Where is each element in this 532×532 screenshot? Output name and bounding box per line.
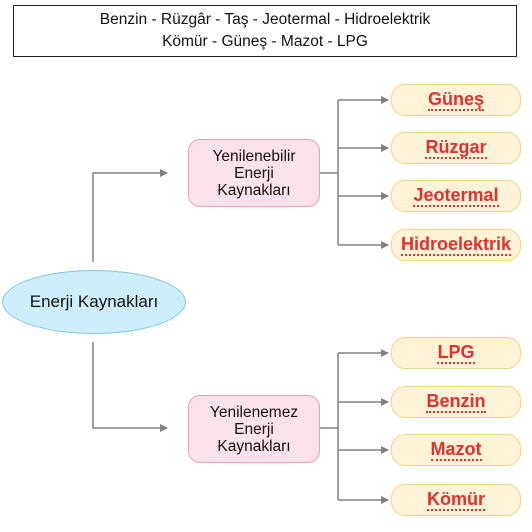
- answer-box-hidroelektrik[interactable]: Hidroelektrik: [391, 229, 521, 261]
- answer-gunes: Güneş: [427, 89, 484, 111]
- answer-komur: Kömür: [427, 489, 485, 511]
- connector-nonrenewable-trunk: [320, 353, 339, 500]
- answer-box-komur[interactable]: Kömür: [391, 484, 521, 516]
- category-renewable: Yenilenebilir Enerji Kaynakları: [188, 139, 320, 207]
- nonrenewable-label-line-1: Yenilenemez: [209, 403, 299, 421]
- connector-renewable-trunk: [320, 100, 339, 245]
- connector-root-renewable: [92, 169, 168, 262]
- nonrenewable-label-line-2: Enerji: [234, 420, 274, 438]
- answer-benzin: Benzin: [426, 391, 486, 413]
- answer-box-mazot[interactable]: Mazot: [391, 434, 521, 466]
- answer-ruzgar: Rüzgar: [425, 137, 487, 159]
- answer-jeotermal: Jeotermal: [413, 185, 499, 207]
- renewable-label-line-2: Enerji: [234, 164, 274, 182]
- answer-box-gunes[interactable]: Güneş: [391, 84, 521, 116]
- connector-root-nonrenewable: [92, 342, 168, 432]
- word-bank-line-1: Benzin - Rüzgâr - Taş - Jeotermal - Hidr…: [99, 11, 431, 28]
- answer-mazot: Mazot: [430, 439, 482, 461]
- category-nonrenewable: Yenilenemez Enerji Kaynakları: [188, 395, 320, 463]
- word-bank-box: Benzin - Rüzgâr - Taş - Jeotermal - Hidr…: [13, 5, 517, 57]
- root-label: Enerji Kaynakları: [29, 292, 159, 311]
- renewable-label-line-1: Yenilenebilir: [212, 147, 296, 165]
- answer-box-ruzgar[interactable]: Rüzgar: [391, 132, 521, 164]
- answer-box-benzin[interactable]: Benzin: [391, 386, 521, 418]
- renewable-label-line-3: Kaynakları: [217, 181, 291, 199]
- root-node-energy-sources: Enerji Kaynakları: [2, 270, 186, 334]
- answer-box-jeotermal[interactable]: Jeotermal: [391, 180, 521, 212]
- answer-lpg: LPG: [437, 342, 475, 364]
- nonrenewable-label-line-3: Kaynakları: [217, 437, 291, 455]
- answer-box-lpg[interactable]: LPG: [391, 337, 521, 369]
- answer-hidroelektrik: Hidroelektrik: [400, 234, 512, 256]
- word-bank-line-2: Kömür - Güneş - Mazot - LPG: [162, 33, 368, 50]
